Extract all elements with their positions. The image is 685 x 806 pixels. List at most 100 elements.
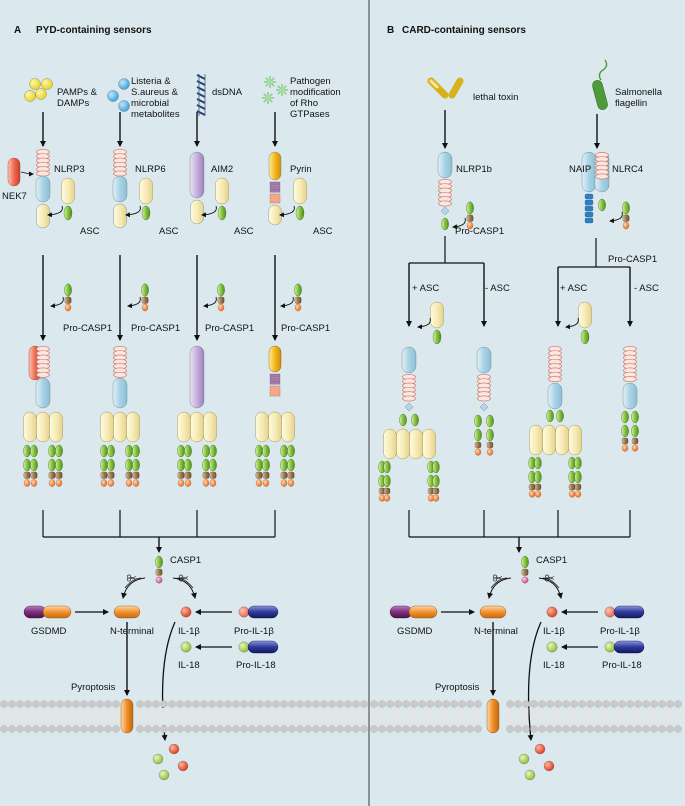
casp-card (574, 470, 582, 484)
lipid-tail (257, 708, 263, 725)
lipid-tail (419, 708, 425, 725)
pathogen-core (279, 87, 285, 93)
plus-asc-label-2: + ASC (560, 283, 588, 294)
asc (61, 177, 75, 221)
asc-card (534, 456, 542, 470)
casp-card (177, 458, 185, 472)
lipid-head (48, 700, 56, 708)
released-il18 (158, 769, 170, 781)
lethal-toxin-icon (448, 77, 464, 99)
casp-card (534, 470, 542, 484)
listeria-particle (118, 100, 130, 112)
casp-p20 (125, 471, 133, 479)
asc-card (432, 460, 440, 474)
lipid-tail (643, 708, 649, 725)
il1b-mature (546, 606, 558, 618)
casp-p20 (534, 483, 542, 491)
lipid-head (272, 700, 280, 708)
scissors-handle (545, 577, 549, 582)
asc (139, 177, 153, 221)
casp-p20 (100, 471, 108, 479)
casp-card (383, 474, 391, 488)
lipid-head (192, 725, 200, 733)
lipid-tail (169, 708, 175, 725)
lipid-tail (427, 708, 433, 725)
lipid-head (112, 725, 120, 733)
casp-p20 (631, 437, 639, 445)
asc-pyd (555, 424, 569, 456)
lethal-toxin-highlight (429, 79, 439, 89)
lipid-head (288, 725, 296, 733)
scissors-icon (493, 574, 503, 582)
casp-card (202, 458, 210, 472)
lipid-tail (443, 708, 449, 725)
lipid-head (344, 725, 352, 733)
gsdmd-label-b: GSDMD (397, 626, 433, 637)
casp1-p20 (155, 568, 163, 576)
lipid-tail (435, 708, 441, 725)
casp-p20 (23, 471, 31, 479)
lipid-tail (353, 708, 359, 725)
lipid-tail (395, 708, 401, 725)
casp-p10 (125, 479, 133, 487)
card (621, 410, 629, 424)
casp-p20 (432, 487, 440, 495)
lipid-tail (345, 708, 351, 725)
cell-membrane (370, 700, 682, 733)
pyrin-coiled-coil (269, 381, 281, 385)
casp-card (255, 458, 263, 472)
pro-il1b-head (604, 606, 616, 618)
lipid-tail (595, 708, 601, 725)
dna-strand (196, 86, 206, 92)
lipid-tail (563, 708, 569, 725)
sensor-nlrp3-label: NLRP3 (54, 164, 85, 175)
asc-pyd (409, 428, 423, 460)
asc-card (125, 444, 133, 458)
casp-card (621, 424, 629, 438)
casp-p10 (64, 303, 72, 312)
pro-il1b-label-a: Pro-IL-1β (234, 626, 274, 637)
lipid-tail (17, 708, 23, 725)
casp-card (209, 458, 217, 472)
lipid-head (546, 725, 554, 733)
lipid-head (256, 725, 264, 733)
lrr-repeat (402, 395, 416, 402)
casp-p10 (466, 221, 474, 230)
lipid-tail (305, 708, 311, 725)
lipid-tail (611, 708, 617, 725)
lipid-head (474, 700, 482, 708)
released-il1b (543, 760, 555, 772)
lipid-head (152, 725, 160, 733)
lipid-tail (603, 708, 609, 725)
lipid-tail (225, 708, 231, 725)
lipid-head (650, 700, 658, 708)
lipid-tail (371, 708, 377, 725)
lipid-head (506, 725, 514, 733)
casp-p20 (209, 471, 217, 479)
casp-p20 (64, 296, 72, 304)
lipid-tail (145, 708, 151, 725)
lipid-head (296, 700, 304, 708)
lipid-tail (65, 708, 71, 725)
lipid-head (16, 725, 24, 733)
lipid-tail (217, 708, 223, 725)
lipid-head (554, 700, 562, 708)
nek7 (7, 157, 21, 187)
lipid-head (360, 700, 368, 708)
pro-casp1-label-a2: Pro-CASP1 (131, 323, 181, 334)
asc-card (432, 329, 442, 345)
lipid-head (264, 725, 272, 733)
casp-p10 (48, 479, 56, 487)
casp-card (23, 458, 31, 472)
lipid-head (450, 700, 458, 708)
casp-p20 (184, 471, 192, 479)
asc-card (23, 444, 31, 458)
nlrp3-pyd (36, 203, 50, 229)
lipid-tail (467, 708, 473, 725)
lipid-tail (113, 708, 119, 725)
lipid-head (394, 725, 402, 733)
released-il1b (177, 760, 189, 772)
lipid-tail (161, 708, 167, 725)
stimulus-listeria: Listeria & S.aureus & microbial metaboli… (131, 76, 180, 120)
lipid-head (176, 700, 184, 708)
